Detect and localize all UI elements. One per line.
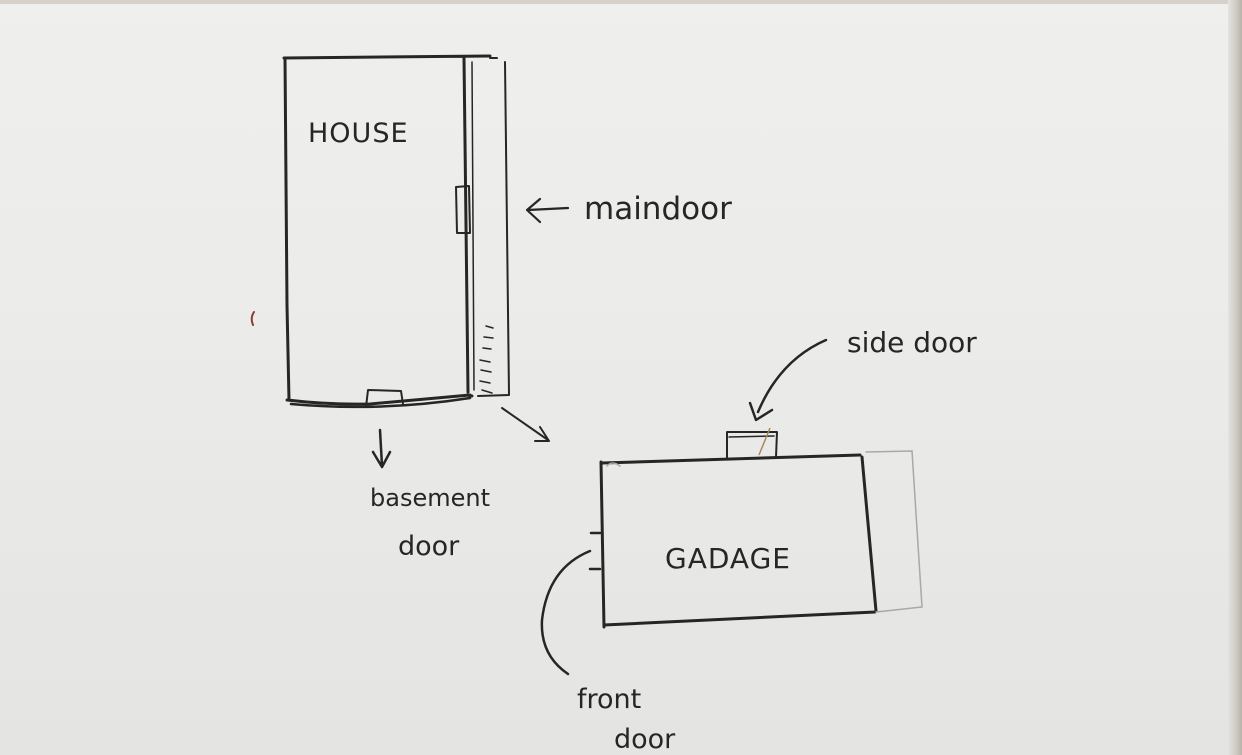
basement-door-arrow <box>371 428 392 469</box>
front-door-label-line2: door <box>614 724 676 755</box>
porch-to-garage-arrow <box>501 407 550 442</box>
main-door-arrow <box>525 197 570 224</box>
paper-top-edge <box>0 0 1242 4</box>
front-door-leader <box>540 549 592 676</box>
basement-door-label-line2: door <box>398 531 460 562</box>
house-outline <box>282 54 510 409</box>
house-label: HOUSE <box>308 118 409 149</box>
stray-red-mark <box>250 311 255 326</box>
garage-corner-mark <box>606 462 621 467</box>
front-door-ticks <box>588 531 602 571</box>
garage-pencil-extension <box>865 450 923 613</box>
side-door-label: side door <box>847 326 977 359</box>
basement-door-label-line1: basement <box>370 484 490 512</box>
garage-label: GADAGE <box>665 542 791 575</box>
main-door-label: maindoor <box>584 191 732 227</box>
front-door-label-line1: front <box>577 684 641 715</box>
garage-outline <box>599 453 878 629</box>
side-door-symbol <box>726 427 778 459</box>
porch-steps <box>479 325 494 394</box>
basement-door-symbol <box>365 389 404 408</box>
main-door-symbol <box>455 185 471 234</box>
side-door-arrow <box>748 338 828 422</box>
paper-right-edge <box>1228 0 1242 755</box>
